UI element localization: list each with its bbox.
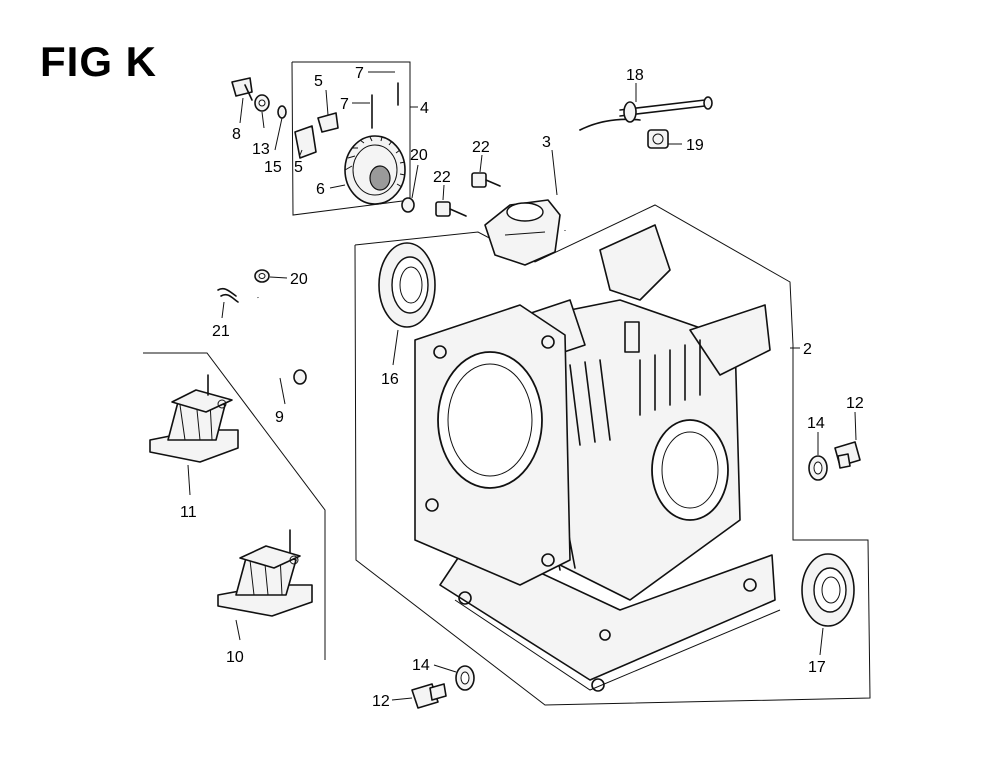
drain-bolt-12-bottom xyxy=(411,683,447,709)
callout-16: 16 xyxy=(381,371,399,388)
clip-15 xyxy=(277,105,287,119)
washer-13 xyxy=(254,94,270,112)
callout-3: 3 xyxy=(542,134,551,151)
callout-20-upper: 20 xyxy=(410,147,428,164)
callout-2: 2 xyxy=(803,341,812,358)
washer-20-lower xyxy=(254,269,270,283)
callout-11: 11 xyxy=(180,504,197,521)
nut-19 xyxy=(647,129,669,149)
governor-arm-9 xyxy=(256,297,307,385)
pin-7 xyxy=(371,82,399,129)
breather-tube-3 xyxy=(484,118,641,266)
callout-5-upper: 5 xyxy=(314,73,323,90)
washer-14-bottom xyxy=(455,665,475,691)
callout-4: 4 xyxy=(420,100,429,117)
engine-mount-11 xyxy=(149,374,239,463)
callout-9: 9 xyxy=(275,409,284,426)
callout-13: 13 xyxy=(252,141,270,158)
drain-bolt-12-right xyxy=(834,441,861,469)
callout-labels: 2 3 4 5 5 6 7 7 8 9 10 11 12 12 13 14 14… xyxy=(180,65,864,710)
engine-mount-10 xyxy=(217,529,313,617)
bolt-22-lower xyxy=(435,201,467,217)
callout-20-lower: 20 xyxy=(290,271,308,288)
callout-22-lower: 22 xyxy=(433,169,451,186)
callout-19: 19 xyxy=(686,137,704,154)
callout-12-bottom: 12 xyxy=(372,693,390,710)
breather-pipe-18 xyxy=(619,96,713,123)
leader-lines xyxy=(187,71,857,701)
oil-seal-17 xyxy=(801,553,855,627)
callout-7-upper: 7 xyxy=(355,65,364,82)
weight-5-upper xyxy=(317,112,339,133)
callout-10: 10 xyxy=(226,649,244,666)
governor-shaft-8 xyxy=(231,77,253,101)
governor-gear-6 xyxy=(344,135,406,205)
callout-12-right: 12 xyxy=(846,395,864,412)
callout-22-upper: 22 xyxy=(472,139,490,156)
washer-14-right xyxy=(808,455,828,481)
callout-7-lower: 7 xyxy=(340,96,349,113)
callout-17: 17 xyxy=(808,659,826,676)
crankcase xyxy=(414,224,781,692)
callout-5-lower: 5 xyxy=(294,159,303,176)
callout-8: 8 xyxy=(232,126,241,143)
clip-21 xyxy=(217,287,239,303)
callout-6: 6 xyxy=(316,181,325,198)
bolt-22-upper xyxy=(471,172,501,188)
callout-14-right: 14 xyxy=(807,415,825,432)
group-outline-mounts xyxy=(143,352,326,660)
callout-15: 15 xyxy=(264,159,282,176)
oil-seal-16 xyxy=(378,242,436,328)
callout-14-bottom: 14 xyxy=(412,657,430,674)
holder-5-lower xyxy=(294,125,317,159)
washer-20-upper xyxy=(401,197,415,213)
callout-18: 18 xyxy=(626,67,644,84)
figure-title: FIG K xyxy=(40,38,157,85)
callout-21: 21 xyxy=(212,323,230,340)
